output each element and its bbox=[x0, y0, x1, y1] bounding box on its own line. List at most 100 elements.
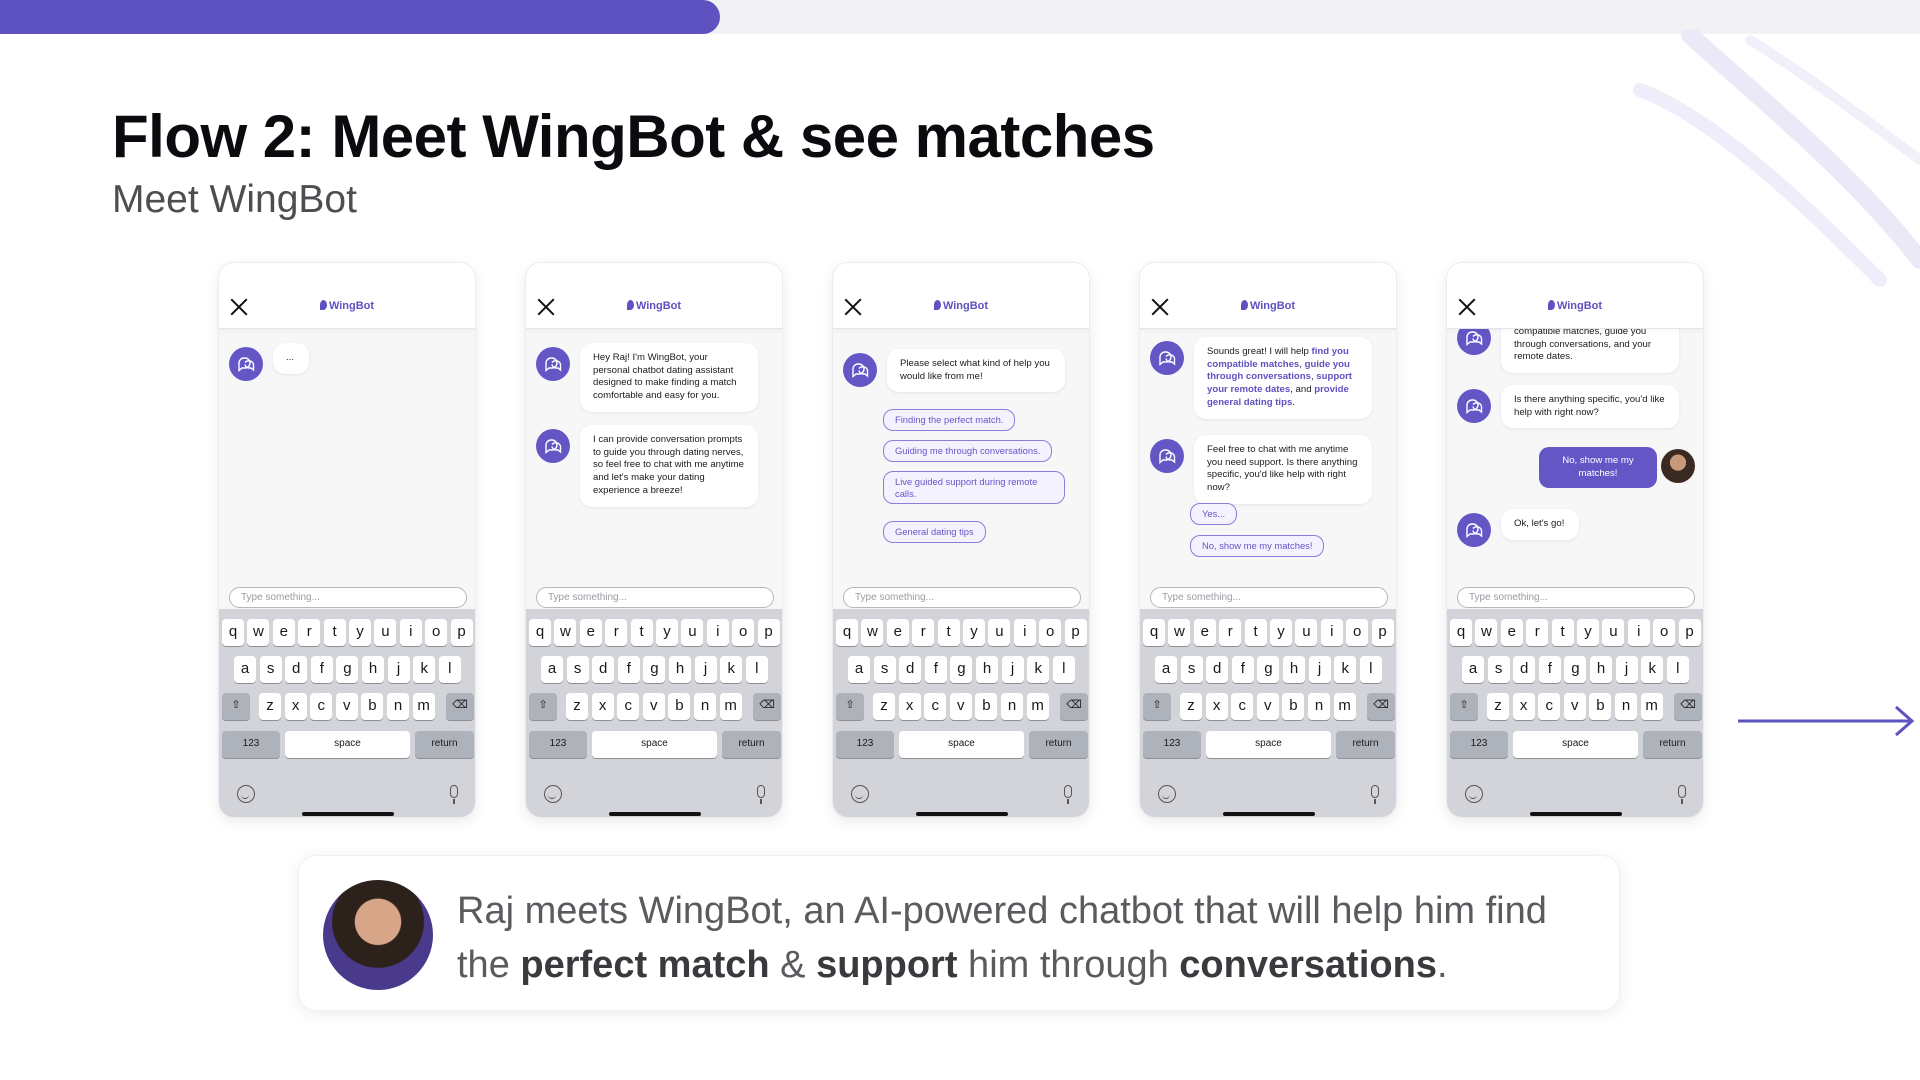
key-t[interactable]: t bbox=[630, 619, 653, 646]
key-c[interactable]: c bbox=[1231, 693, 1254, 720]
message-input[interactable]: Type something... bbox=[536, 587, 774, 608]
key-t[interactable]: t bbox=[1244, 619, 1267, 646]
key-p[interactable]: p bbox=[1678, 619, 1701, 646]
key-c[interactable]: c bbox=[310, 693, 333, 720]
key-i[interactable]: i bbox=[399, 619, 422, 646]
key-i[interactable]: i bbox=[706, 619, 729, 646]
quick-reply-option[interactable]: Live guided support during remote calls. bbox=[883, 471, 1065, 504]
key-w[interactable]: w bbox=[861, 619, 884, 646]
key-w[interactable]: w bbox=[1168, 619, 1191, 646]
key-p[interactable]: p bbox=[757, 619, 780, 646]
key-p[interactable]: p bbox=[1371, 619, 1394, 646]
key-b[interactable]: b bbox=[1282, 693, 1305, 720]
key-t[interactable]: t bbox=[323, 619, 346, 646]
key-d[interactable]: d bbox=[1513, 656, 1536, 683]
key-h[interactable]: h bbox=[362, 656, 384, 683]
key-h[interactable]: h bbox=[1590, 656, 1612, 683]
key-d[interactable]: d bbox=[285, 656, 308, 683]
quick-reply-option[interactable]: Finding the perfect match. bbox=[883, 409, 1016, 431]
key-a[interactable]: a bbox=[541, 656, 563, 683]
numbers-key[interactable]: 123 bbox=[1450, 731, 1508, 758]
key-a[interactable]: a bbox=[848, 656, 870, 683]
key-b[interactable]: b bbox=[361, 693, 384, 720]
key-x[interactable]: x bbox=[898, 693, 921, 720]
key-f[interactable]: f bbox=[1538, 656, 1561, 683]
key-m[interactable]: m bbox=[1640, 693, 1663, 720]
shift-icon[interactable]: ⇧ bbox=[222, 693, 250, 720]
key-s[interactable]: s bbox=[1487, 656, 1510, 683]
key-o[interactable]: o bbox=[1653, 619, 1676, 646]
key-q[interactable]: q bbox=[836, 619, 858, 646]
key-z[interactable]: z bbox=[1180, 693, 1202, 720]
key-o[interactable]: o bbox=[732, 619, 755, 646]
key-g[interactable]: g bbox=[1257, 656, 1280, 683]
microphone-icon[interactable] bbox=[1064, 785, 1072, 804]
emoji-icon[interactable] bbox=[851, 785, 869, 803]
key-n[interactable]: n bbox=[694, 693, 716, 720]
key-m[interactable]: m bbox=[719, 693, 742, 720]
space-key[interactable]: space bbox=[899, 731, 1024, 758]
quick-reply-option[interactable]: No, show me my matches! bbox=[1190, 535, 1325, 557]
key-n[interactable]: n bbox=[1615, 693, 1637, 720]
key-g[interactable]: g bbox=[950, 656, 973, 683]
numbers-key[interactable]: 123 bbox=[529, 731, 587, 758]
microphone-icon[interactable] bbox=[1371, 785, 1379, 804]
key-j[interactable]: j bbox=[1308, 656, 1331, 683]
backspace-icon[interactable]: ⌫ bbox=[446, 693, 474, 720]
numbers-key[interactable]: 123 bbox=[1143, 731, 1201, 758]
key-t[interactable]: t bbox=[1551, 619, 1574, 646]
key-f[interactable]: f bbox=[310, 656, 333, 683]
key-x[interactable]: x bbox=[284, 693, 307, 720]
key-x[interactable]: x bbox=[591, 693, 614, 720]
key-x[interactable]: x bbox=[1512, 693, 1535, 720]
key-g[interactable]: g bbox=[336, 656, 359, 683]
key-o[interactable]: o bbox=[425, 619, 448, 646]
key-y[interactable]: y bbox=[963, 619, 985, 646]
key-j[interactable]: j bbox=[694, 656, 717, 683]
emoji-icon[interactable] bbox=[544, 785, 562, 803]
key-k[interactable]: k bbox=[1641, 656, 1664, 683]
key-r[interactable]: r bbox=[1219, 619, 1242, 646]
key-f[interactable]: f bbox=[617, 656, 640, 683]
key-u[interactable]: u bbox=[988, 619, 1011, 646]
key-r[interactable]: r bbox=[605, 619, 628, 646]
key-e[interactable]: e bbox=[886, 619, 909, 646]
backspace-icon[interactable]: ⌫ bbox=[1060, 693, 1088, 720]
key-j[interactable]: j bbox=[387, 656, 410, 683]
key-l[interactable]: l bbox=[1052, 656, 1075, 683]
key-v[interactable]: v bbox=[335, 693, 358, 720]
key-u[interactable]: u bbox=[1295, 619, 1318, 646]
key-b[interactable]: b bbox=[668, 693, 691, 720]
key-g[interactable]: g bbox=[643, 656, 666, 683]
backspace-icon[interactable]: ⌫ bbox=[1367, 693, 1395, 720]
key-h[interactable]: h bbox=[976, 656, 998, 683]
key-e[interactable]: e bbox=[1193, 619, 1216, 646]
key-g[interactable]: g bbox=[1564, 656, 1587, 683]
key-n[interactable]: n bbox=[387, 693, 409, 720]
key-z[interactable]: z bbox=[259, 693, 281, 720]
key-m[interactable]: m bbox=[1026, 693, 1049, 720]
key-a[interactable]: a bbox=[1462, 656, 1484, 683]
key-p[interactable]: p bbox=[1064, 619, 1087, 646]
key-v[interactable]: v bbox=[949, 693, 972, 720]
key-l[interactable]: l bbox=[745, 656, 768, 683]
key-u[interactable]: u bbox=[681, 619, 704, 646]
backspace-icon[interactable]: ⌫ bbox=[1674, 693, 1702, 720]
key-b[interactable]: b bbox=[1589, 693, 1612, 720]
shift-icon[interactable]: ⇧ bbox=[1450, 693, 1478, 720]
key-j[interactable]: j bbox=[1615, 656, 1638, 683]
quick-reply-option[interactable]: Guiding me through conversations. bbox=[883, 440, 1053, 462]
key-k[interactable]: k bbox=[1334, 656, 1357, 683]
message-input[interactable]: Type something... bbox=[229, 587, 467, 608]
key-f[interactable]: f bbox=[1231, 656, 1254, 683]
key-z[interactable]: z bbox=[1487, 693, 1509, 720]
key-u[interactable]: u bbox=[1602, 619, 1625, 646]
key-y[interactable]: y bbox=[656, 619, 678, 646]
microphone-icon[interactable] bbox=[1678, 785, 1686, 804]
emoji-icon[interactable] bbox=[237, 785, 255, 803]
key-d[interactable]: d bbox=[592, 656, 615, 683]
key-q[interactable]: q bbox=[222, 619, 244, 646]
space-key[interactable]: space bbox=[1206, 731, 1331, 758]
key-i[interactable]: i bbox=[1013, 619, 1036, 646]
key-d[interactable]: d bbox=[899, 656, 922, 683]
